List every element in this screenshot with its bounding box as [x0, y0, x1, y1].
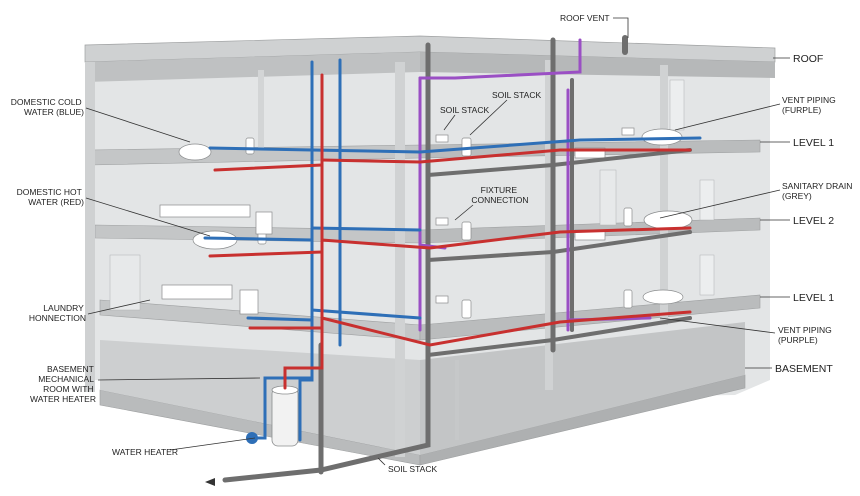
- bathtub-icon: [178, 143, 212, 161]
- toilet-icon: [245, 137, 255, 155]
- sink-icon: [435, 217, 449, 226]
- labels: ROOF VENT ROOF LEVEL 1 LEVEL 2 LEVEL 1 B…: [11, 13, 855, 474]
- leader-lines: [85, 17, 790, 466]
- sink-icon: [621, 127, 635, 136]
- label-roof: ROOF: [793, 53, 823, 65]
- fixtures: [159, 127, 693, 319]
- toilet-icon: [623, 207, 633, 227]
- sink-icon: [435, 134, 449, 143]
- label-fixture-connection: FIXTURE CONNECTION: [471, 185, 528, 205]
- label-soil-stack-bottom: SOIL STACK: [388, 464, 437, 474]
- sink-icon: [435, 295, 449, 304]
- label-laundry-connection: LAUNDRY HONNECTION: [29, 303, 86, 323]
- label-vent-piping-top: VENT PIPING (FURPLE): [782, 95, 838, 115]
- label-level-2: LEVEL 2: [793, 215, 834, 227]
- label-basement-mechanical-room: BASEMENT MECHANICAL ROOM WITH WATER HEAT…: [30, 364, 96, 404]
- label-water-heater: WATER HEATER: [112, 447, 178, 457]
- label-level-1-bottom: LEVEL 1: [793, 292, 834, 304]
- laundry-washer-icon: [255, 211, 273, 235]
- bathtub-icon: [643, 210, 693, 230]
- label-basement: BASEMENT: [775, 363, 833, 375]
- label-soil-stack-right: SOIL STACK: [492, 90, 541, 100]
- label-roof-vent: ROOF VENT: [560, 13, 610, 23]
- label-soil-stack-left: SOIL STACK: [440, 105, 489, 115]
- inlet-arrow-icon: [205, 478, 215, 486]
- bathtub-icon: [642, 289, 684, 305]
- label-sanitary-drain: SANITARY DRAIN (GREY): [782, 181, 855, 201]
- sanitary-drain-piping: [222, 35, 692, 483]
- bathtub-icon: [192, 230, 238, 250]
- domestic-hot-water-piping: [208, 73, 692, 390]
- toilet-icon: [623, 289, 633, 309]
- toilet-icon: [461, 299, 472, 319]
- toilet-icon: [461, 221, 472, 241]
- kitchen-counter-icon: [161, 284, 233, 300]
- label-vent-piping-bottom: VENT PIPING (PURPLE): [778, 325, 834, 345]
- water-heater: [246, 385, 299, 447]
- label-domestic-hot-water: DOMESTIC HOT WATER (RED): [17, 187, 85, 207]
- laundry-washer-icon: [239, 289, 259, 315]
- shower-icon: [574, 147, 606, 159]
- label-domestic-cold-water: DOMESTIC COLD WATER (BLUE): [11, 97, 84, 117]
- kitchen-counter-icon: [159, 204, 251, 218]
- label-level-1-top: LEVEL 1: [793, 137, 834, 149]
- domestic-cold-water-piping: [203, 58, 702, 442]
